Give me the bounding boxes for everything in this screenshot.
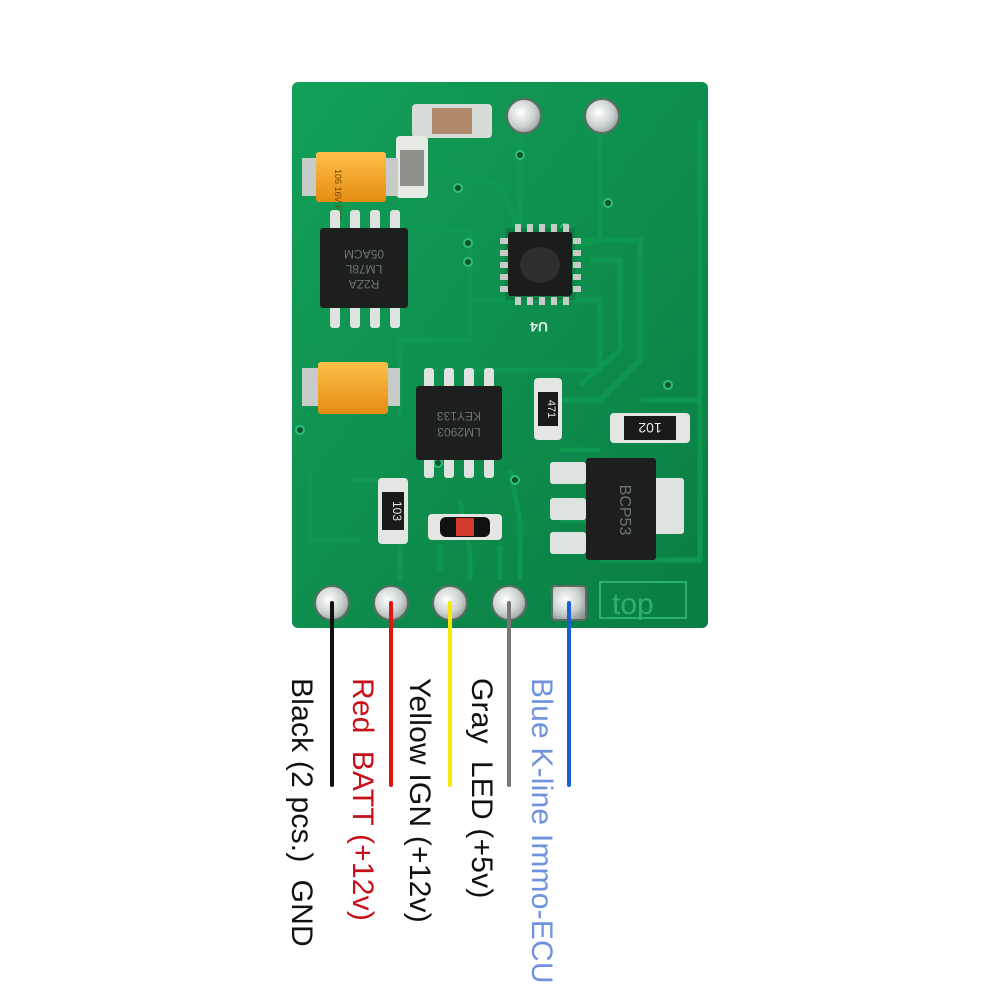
wire-label-red: Red BATT (+12v): [346, 678, 379, 922]
u4-ref-label: U4: [530, 319, 548, 335]
mount-pad-right: [584, 98, 620, 134]
wire-leads: [330, 601, 571, 787]
wire-label-gray: Gray LED (+5v): [465, 678, 498, 899]
svg-text:471: 471: [545, 400, 557, 418]
qfn-u4-chip: [500, 224, 581, 305]
soic-comparator: LM2903 KEY133: [416, 368, 502, 478]
resistor-102: 102: [610, 413, 690, 443]
chip-marking: 05ACM: [344, 247, 384, 261]
mount-pad-left: [506, 98, 542, 134]
wire-label-blue: Blue K-line Immo-ECU: [525, 678, 558, 984]
wire-label-yellow: Yellow IGN (+12v): [403, 678, 436, 923]
smd-capacitor-top: [412, 104, 492, 138]
bcp53-transistor: BCP53: [550, 458, 684, 560]
tantalum-capacitor-1: 106 16V F2F: [302, 152, 398, 222]
chip-marking: KEY133: [437, 409, 481, 423]
chip-marking: LM78L: [345, 262, 382, 276]
chip-marking: LM2903: [437, 425, 481, 439]
svg-text:103: 103: [390, 501, 404, 521]
resistor-103: 103: [378, 478, 408, 544]
chip-marking: R2ZA: [349, 277, 380, 291]
wire-label-black: Black (2 pcs.) GND: [285, 678, 318, 947]
resistor-471: 471: [534, 378, 562, 440]
top-silkscreen-label: top: [612, 588, 654, 621]
svg-text:BCP53: BCP53: [616, 485, 633, 536]
tantalum-capacitor-2: [302, 362, 400, 414]
glass-diode: [428, 514, 502, 540]
top-silkscreen-box: [599, 581, 687, 619]
smd-diode-left: [396, 136, 428, 198]
copper-traces: [307, 117, 703, 580]
capacitor-code: 106 16V F2F: [333, 169, 343, 222]
svg-text:102: 102: [638, 420, 662, 436]
